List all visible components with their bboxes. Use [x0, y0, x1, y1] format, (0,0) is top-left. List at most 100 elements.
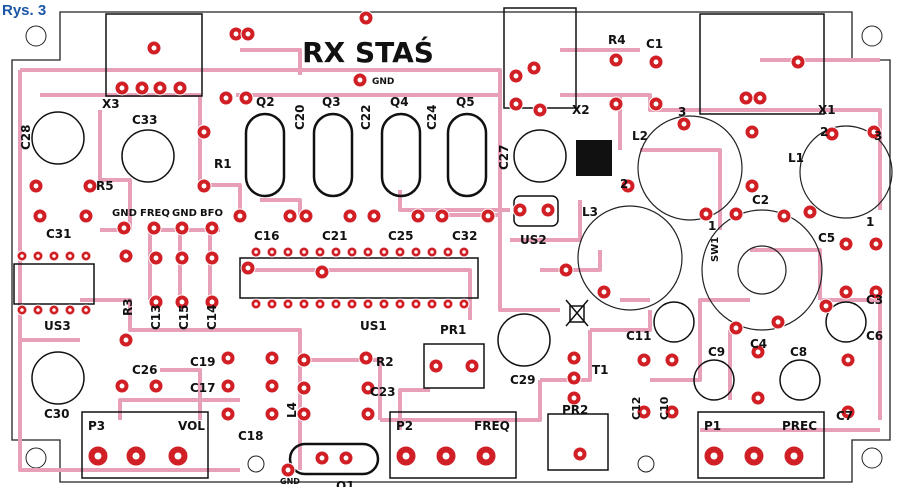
components-c24-label: C24 — [425, 104, 439, 130]
pad-hole — [233, 31, 239, 37]
connectors-p3-name-label: P3 — [88, 419, 105, 433]
components-q3-label: Q3 — [322, 95, 341, 109]
mount-hole — [861, 25, 883, 47]
components-t1-label: T1 — [592, 363, 609, 377]
components-c18-label: C18 — [238, 429, 264, 443]
components-q2-label: Q2 — [256, 95, 275, 109]
pad-hole — [68, 254, 72, 258]
components-c15-label: C15 — [177, 304, 191, 330]
components-c6-label: C6 — [866, 329, 883, 343]
pad-hole — [775, 319, 781, 325]
coil_pins-l1_1-label: 1 — [866, 215, 874, 229]
components-c2-label: C2 — [752, 193, 769, 207]
pad-hole — [513, 101, 519, 107]
mount-hole — [25, 25, 47, 47]
mount-hole — [247, 455, 265, 473]
pad-hole — [365, 411, 371, 417]
pad-hole — [382, 302, 386, 306]
pad-hole — [743, 95, 749, 101]
pad-hole — [84, 254, 88, 258]
pad-hole — [531, 65, 537, 71]
pad-hole — [84, 308, 88, 312]
pad-hole — [68, 308, 72, 312]
board-title: RX STAŚ — [302, 35, 434, 69]
pad-hole — [363, 15, 369, 21]
pad-hole — [223, 95, 229, 101]
pad-hole — [577, 451, 583, 457]
pad-hole — [669, 409, 675, 415]
pad-hole — [269, 383, 275, 389]
pad-hole — [843, 241, 849, 247]
components-l2-label: L2 — [632, 129, 648, 143]
pad-hole — [286, 302, 290, 306]
components-c9-label: C9 — [708, 345, 725, 359]
pad-hole — [446, 302, 450, 306]
components-c27-label: C27 — [497, 144, 511, 170]
pad-hole — [681, 121, 687, 127]
connector-p3-outline — [81, 411, 209, 479]
pad-hole — [243, 95, 249, 101]
components-c5-label: C5 — [818, 231, 835, 245]
pad-hole — [462, 302, 466, 306]
pad-hole — [119, 85, 125, 91]
pad-hole — [382, 250, 386, 254]
crystal-q3-outline — [312, 112, 354, 198]
pad-hole — [795, 59, 801, 65]
components-c33-label: C33 — [132, 113, 158, 127]
components-sw1-label: SW1 — [710, 237, 721, 262]
pad-hole — [319, 269, 325, 275]
pad-hole — [571, 395, 577, 401]
pad-hole — [781, 213, 787, 219]
cap-c27-outline — [513, 129, 567, 183]
cap-c29-outline — [497, 313, 551, 367]
pad-hole — [302, 250, 306, 254]
pins-gnd2-label: GND — [172, 208, 197, 219]
pad-hole — [829, 131, 835, 137]
pad-hole — [285, 467, 291, 473]
logo-mark — [576, 140, 612, 176]
pad-hole — [52, 308, 56, 312]
components-c20-label: C20 — [293, 104, 307, 130]
pad-hole — [153, 383, 159, 389]
components-c16-label: C16 — [254, 229, 280, 243]
pad-hole — [366, 302, 370, 306]
components-l3-label: L3 — [582, 205, 598, 219]
ic-us1-outline — [239, 257, 479, 299]
pad-hole — [201, 183, 207, 189]
components-c25-label: C25 — [388, 229, 414, 243]
crystal-outlines — [244, 112, 488, 476]
pad-hole — [334, 250, 338, 254]
pad-hole — [843, 289, 849, 295]
electrolytic-outlines — [31, 111, 867, 405]
pad-hole — [52, 254, 56, 258]
pad-hole — [157, 85, 163, 91]
pad-hole — [209, 225, 215, 231]
pad-hole — [119, 383, 125, 389]
pad-hole — [755, 349, 761, 355]
pad-hole — [83, 213, 89, 219]
pad-hole — [807, 209, 813, 215]
pad-hole — [669, 357, 675, 363]
connector-outlines — [81, 411, 825, 479]
pad-hole — [430, 250, 434, 254]
pad-hole — [20, 308, 24, 312]
pad-hole — [733, 211, 739, 217]
pad-hole — [641, 357, 647, 363]
components-c17-label: C17 — [190, 381, 216, 395]
pad-hole — [750, 452, 758, 460]
pad-hole — [414, 302, 418, 306]
pad-hole — [286, 250, 290, 254]
mount-hole — [637, 455, 655, 473]
pad-hole — [823, 303, 829, 309]
switch-sw1-outline — [701, 209, 823, 331]
crystal-q1-outline — [288, 442, 380, 476]
cap-c8-outline — [779, 359, 821, 401]
pot-pr1-outline — [423, 343, 485, 389]
components-c14-label: C14 — [205, 304, 219, 330]
cap-c30-outline — [31, 351, 85, 405]
coil-l1-outline — [799, 125, 893, 219]
coil_pins-l1_2-label: 2 — [820, 125, 828, 139]
pins-freq-label: FREQ — [140, 208, 170, 219]
components-r2-label: R2 — [376, 355, 394, 369]
pad-hole — [446, 250, 450, 254]
